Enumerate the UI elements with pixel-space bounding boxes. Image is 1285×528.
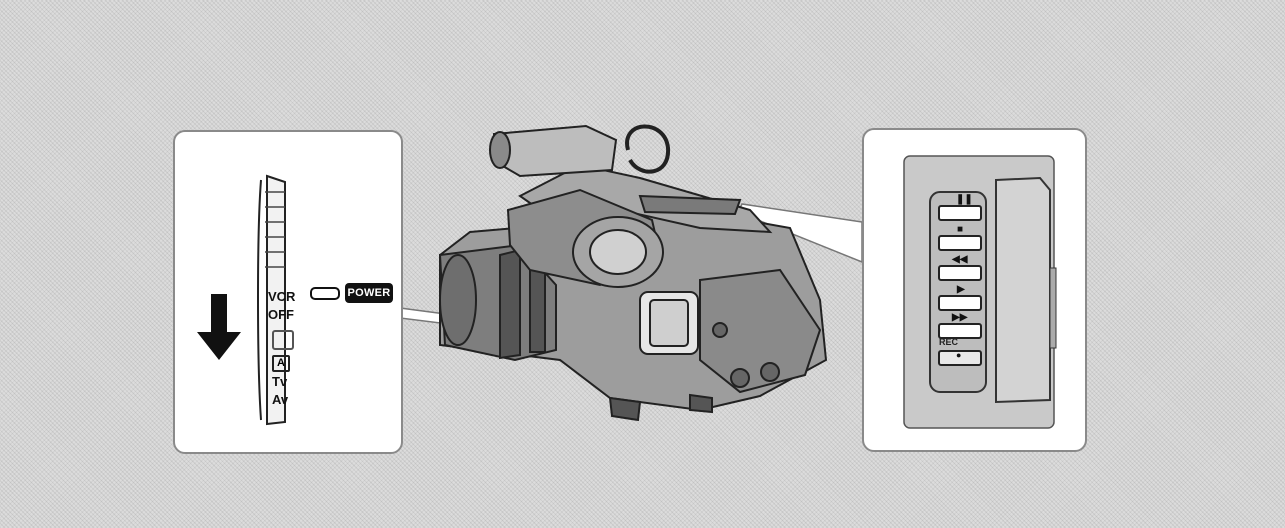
rec-button[interactable]: ● xyxy=(938,350,982,366)
rec-label: REC xyxy=(939,337,958,347)
play-icon: ▶ xyxy=(957,284,965,295)
power-indicator-icon xyxy=(310,287,340,300)
rewind-icon: ◀◀ xyxy=(952,254,967,265)
power-label: POWER xyxy=(345,283,393,303)
stop-icon: ■ xyxy=(957,224,963,235)
playback-panel-callout: ❚❚ ■ ◀◀ ▶ ▶▶ REC ● xyxy=(862,128,1087,452)
stop-button[interactable] xyxy=(938,235,982,251)
dial-position-vcr: VCR xyxy=(268,290,295,303)
power-dial-callout: VCR OFF A Tv Av POWER xyxy=(173,130,403,454)
rewind-button[interactable] xyxy=(938,265,982,281)
fast-forward-icon: ▶▶ xyxy=(952,312,967,323)
dial-position-av: Av xyxy=(272,393,288,406)
dial-position-auto: A xyxy=(272,355,290,372)
pause-icon: ❚❚ xyxy=(956,194,973,205)
down-arrow-icon xyxy=(195,294,245,364)
dial-position-off: OFF xyxy=(268,308,294,321)
playback-panel xyxy=(864,130,1089,454)
play-button[interactable] xyxy=(938,295,982,311)
dial-position-tv: Tv xyxy=(272,375,287,388)
pause-button[interactable] xyxy=(938,205,982,221)
dial-position-blank xyxy=(272,330,294,350)
rec-icon: ● xyxy=(956,350,961,360)
